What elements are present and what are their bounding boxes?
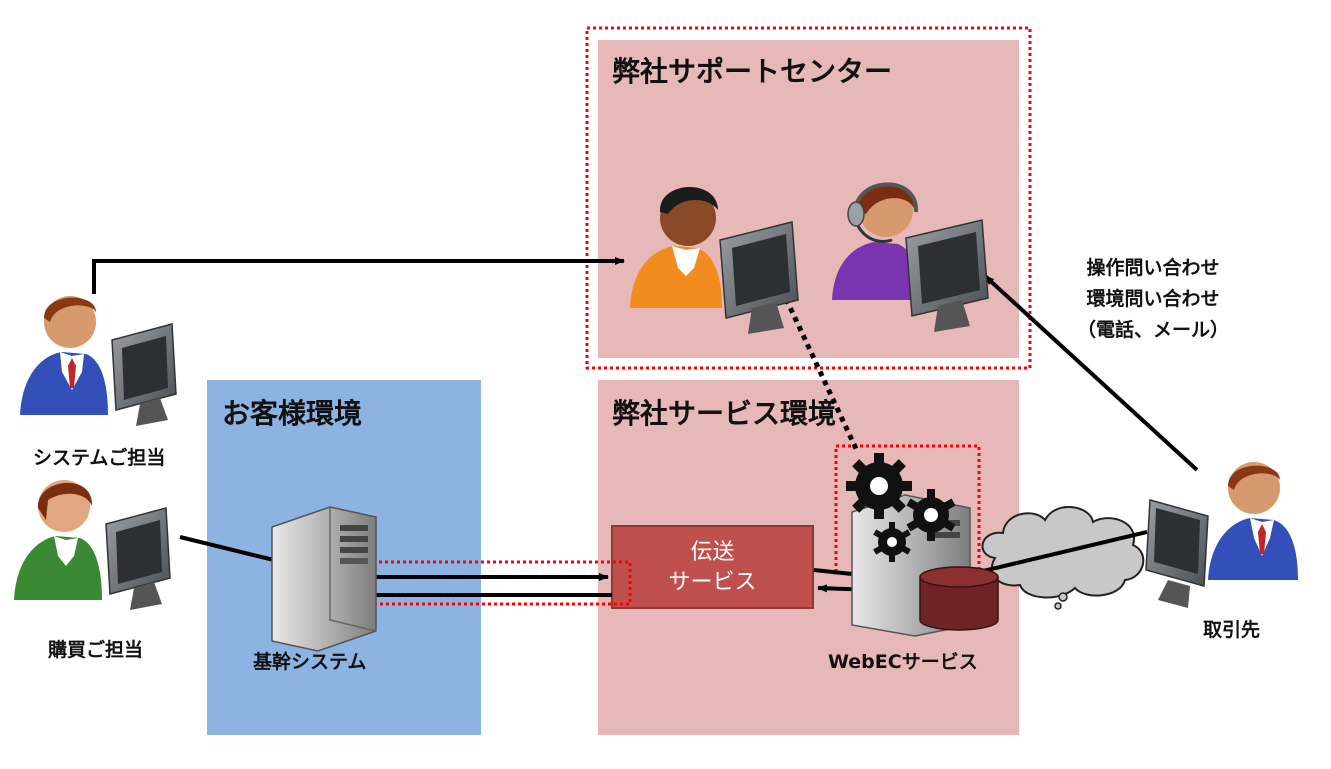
operator-with-headset-icon: [832, 182, 989, 332]
transfer-service-label-line2: サービス: [668, 570, 757, 595]
database-cylinder-icon: [919, 566, 999, 631]
contact-line-operation: 操作問い合わせ: [1086, 257, 1220, 279]
server-tower-icon: [271, 506, 377, 652]
transfer-service-box: 伝送 サービス: [611, 525, 814, 609]
contact-inquiry-text: 操作問い合わせ 環境問い合わせ （電話、メール）: [1058, 253, 1248, 346]
gears-icon: [846, 453, 956, 562]
partner-to-database-line: [961, 530, 1148, 578]
partner-to-support-arrow: [983, 274, 1199, 472]
purchasing-owner-label: 購買ご担当: [48, 639, 144, 661]
support-center-highlight: [585, 26, 1032, 370]
support-agent-person-icon: [630, 186, 799, 334]
core-system-label: 基幹システム: [253, 651, 367, 673]
gears-highlight: [834, 444, 981, 575]
service-environment-title: 弊社サービス環境: [612, 397, 837, 430]
system-owner-label: システムご担当: [33, 447, 166, 469]
system-owner-person-icon: [20, 296, 177, 426]
contact-line-channels: （電話、メール）: [1076, 319, 1229, 341]
cloud-icon: [981, 506, 1145, 610]
webec-service-label: WebECサービス: [828, 651, 978, 673]
business-partner-label: 取引先: [1203, 619, 1261, 641]
purchasing-owner-person-icon: [14, 480, 171, 610]
transfer-to-webec-line: [813, 568, 853, 576]
system-owner-to-support-arrow: [92, 257, 625, 294]
contact-line-environment: 環境問い合わせ: [1086, 288, 1220, 310]
support-to-webec-dotted-link: [779, 288, 861, 455]
customer-environment-title: お客様環境: [222, 397, 363, 430]
transfer-link-highlight: [341, 560, 632, 606]
business-partner-person-icon: [1145, 462, 1298, 608]
support-center-title: 弊社サポートセンター: [612, 55, 893, 88]
transfer-service-label-line1: 伝送: [690, 540, 735, 565]
purchasing-to-core-arrow: [179, 535, 287, 565]
